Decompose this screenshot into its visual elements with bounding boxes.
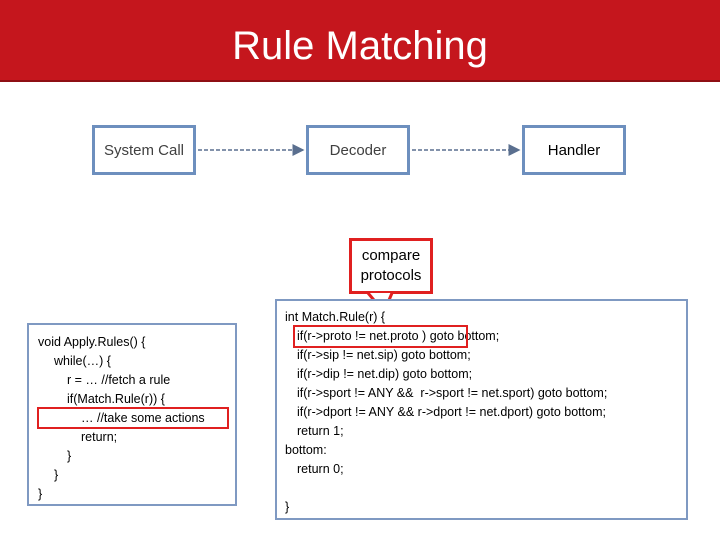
- match-rule-code-box: int Match.Rule(r) { if(r->proto != net.p…: [275, 299, 688, 520]
- code-left-line: }: [67, 449, 72, 463]
- code-left-line: return;: [81, 430, 118, 444]
- compare-protocols-callout: compare protocols: [349, 238, 433, 294]
- code-right-line: }: [285, 500, 290, 514]
- callout-line-2: protocols: [360, 267, 422, 284]
- signature-prefix: int: [285, 310, 302, 324]
- code-left-line: }: [54, 468, 59, 482]
- proto-compare-highlight: [293, 325, 468, 348]
- title-bar: Rule Matching: [0, 0, 720, 82]
- code-right-line: return 0;: [297, 462, 344, 476]
- slide-title: Rule Matching: [232, 24, 488, 68]
- code-left-line: … //take some actions: [81, 411, 205, 425]
- code-left-line: void Apply.Rules() {: [38, 335, 146, 349]
- match-rule-signature: int Match.Rule(r) {: [285, 308, 385, 327]
- apply-rules-code-box: void Apply.Rules() { while(…) { r = … //…: [27, 323, 237, 506]
- code-right-line: if(r->sport != ANY && r->sport != net.sp…: [297, 386, 608, 400]
- system-call-label: System Call: [103, 141, 185, 159]
- signature-function: Match.Rule: [301, 310, 365, 324]
- code-right-line: return 1;: [297, 424, 344, 438]
- code-right-line: if(r->dport != ANY && r->dport != net.dp…: [297, 405, 606, 419]
- code-left-line: while(…) {: [54, 354, 111, 368]
- code-left-line: }: [38, 487, 43, 501]
- code-right-line: if(r->sip != net.sip) goto bottom;: [297, 348, 471, 362]
- handler-label: Handler: [547, 141, 601, 159]
- signature-suffix: (r) {: [364, 310, 386, 324]
- callout-line-1: compare: [361, 247, 421, 264]
- code-left-line: r = … //fetch a rule: [67, 373, 171, 387]
- code-right-line: if(r->dip != net.dip) goto bottom;: [297, 367, 473, 381]
- code-right-line: bottom:: [285, 443, 327, 457]
- handler-box: Handler: [522, 125, 626, 175]
- decoder-box: Decoder: [306, 125, 410, 175]
- code-left-line: if(Match.Rule(r)) {: [67, 392, 165, 406]
- take-actions-highlight: [37, 407, 229, 429]
- decoder-label: Decoder: [329, 141, 387, 159]
- system-call-box: System Call: [92, 125, 196, 175]
